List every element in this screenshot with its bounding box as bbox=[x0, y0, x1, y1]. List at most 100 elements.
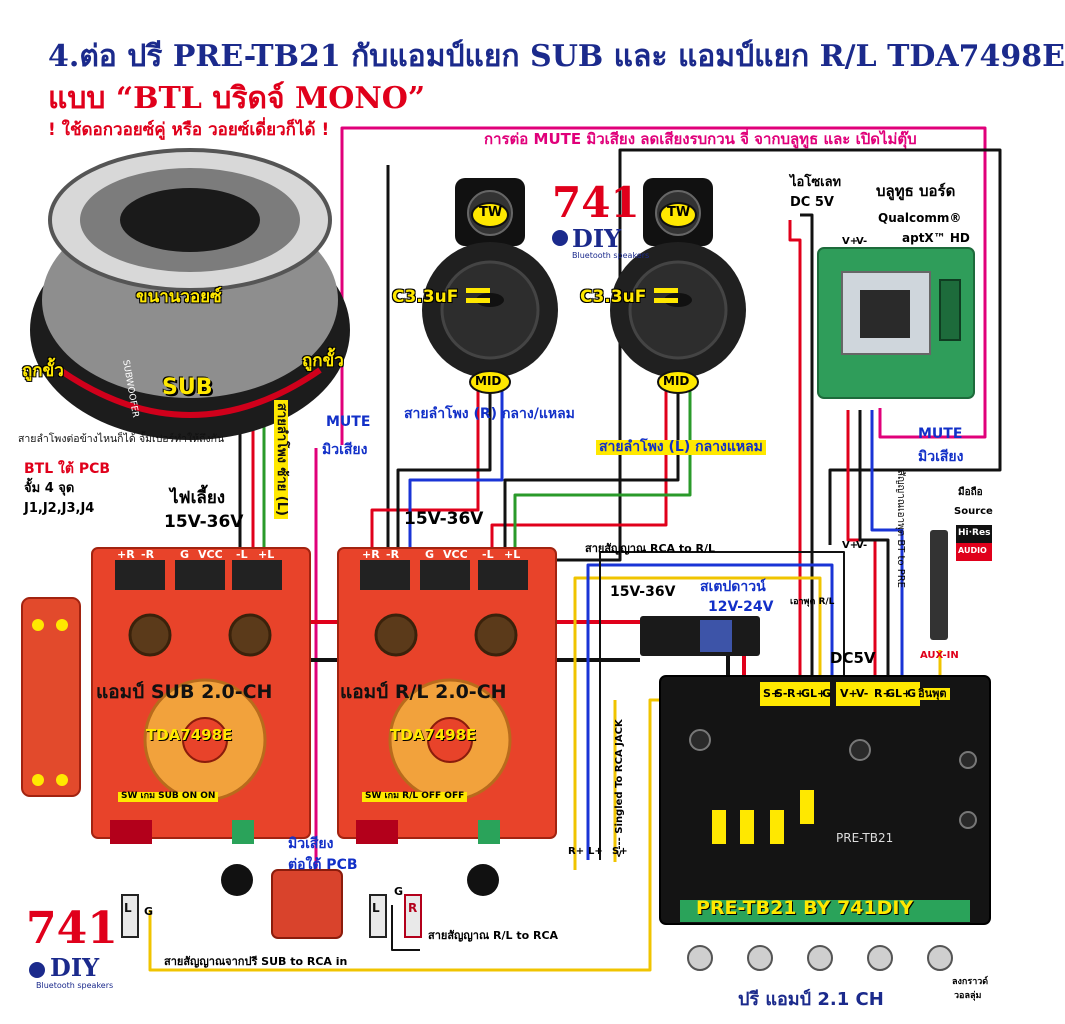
rca-rl-yellow bbox=[573, 576, 822, 870]
jack-l-sub: L bbox=[124, 901, 132, 915]
wire-s-plus: S+ bbox=[612, 846, 628, 857]
speaker-wire-l: สายลำโพง (L) กลางแหลม bbox=[596, 439, 766, 456]
mid-badge-l bbox=[657, 370, 699, 394]
l-spk-black bbox=[503, 355, 680, 548]
amp-rl-term-5: -L bbox=[482, 548, 494, 561]
bt-out-l bbox=[870, 410, 904, 690]
mute-wire-top bbox=[340, 126, 987, 445]
mid-label-r: MID bbox=[475, 374, 502, 388]
pre-tb21-board bbox=[659, 675, 991, 971]
amp-sub-term-pwr bbox=[175, 560, 225, 590]
title-line1: 4.ต่อ ปรี PRE-TB21 กับแอมป์แยก SUB และ แ… bbox=[48, 39, 1065, 74]
pre-knob-5 bbox=[927, 945, 953, 971]
amp-sub-term-5: -L bbox=[236, 548, 248, 561]
l-spk-green bbox=[513, 355, 692, 548]
logo-speaker-bottom bbox=[29, 962, 45, 978]
mute-pcb bbox=[271, 869, 343, 939]
pre-knob-3 bbox=[807, 945, 833, 971]
rca-rl-blue bbox=[586, 563, 834, 860]
phone-label: มือถือ bbox=[958, 487, 983, 498]
speaker-r bbox=[422, 178, 558, 378]
logo-speaker-top bbox=[552, 230, 568, 246]
rca-plug-l bbox=[369, 894, 387, 938]
pre-pins-sub bbox=[760, 682, 830, 706]
rca-plug-r bbox=[404, 894, 422, 938]
amp-sub-rca bbox=[110, 820, 152, 844]
amp-sub-term-6: +L bbox=[258, 548, 275, 561]
bluetooth-title: บลูทูธ บอร์ด bbox=[876, 182, 956, 200]
r-spk-blue bbox=[408, 355, 504, 548]
subwoofer bbox=[30, 148, 350, 440]
tw-label-l: TW bbox=[667, 205, 691, 220]
pre-in-g-1: G bbox=[886, 687, 896, 700]
amp-rl-term-1: +R bbox=[362, 548, 380, 561]
pre-ground-note2: วอลลุ่ม bbox=[954, 991, 982, 1001]
bluetooth-board bbox=[817, 247, 975, 399]
pre-pins-in bbox=[872, 682, 920, 706]
pre-title-bar bbox=[680, 900, 970, 922]
amp-sub-term-l bbox=[232, 560, 282, 590]
mute-pcb-line1: มิวเสียง bbox=[288, 836, 334, 852]
rca-rl-black bbox=[599, 551, 845, 860]
amp-sub-board bbox=[91, 547, 311, 844]
bluetooth-chip2: aptX™ HD bbox=[902, 231, 970, 245]
isolate-line1: ไอโซเลท bbox=[790, 175, 842, 190]
mute-label-left: MUTE bbox=[326, 414, 371, 430]
amp-sub-inductor bbox=[128, 613, 172, 657]
brand-number-bottom: 741 bbox=[26, 903, 118, 954]
hires-1: Hi·Res bbox=[958, 528, 991, 538]
pre-pin-r-plus: R+ bbox=[787, 687, 805, 700]
amp-sub-switch: SW เกม SUB ON ON bbox=[118, 791, 219, 802]
rca-to-rl: สายสัญญาณ RCA to R/L bbox=[585, 542, 716, 555]
rca-rl-note: สายสัญญาณ R/L to RCA bbox=[428, 929, 559, 942]
mute-thai-right: มิวเสียง bbox=[918, 449, 964, 465]
amp-sub-chip: TDA7498E bbox=[146, 726, 233, 744]
stepdown-range: 12V-24V bbox=[708, 599, 774, 615]
pre-pin-v-minus: V- bbox=[856, 687, 869, 700]
amp-rl-switch: SW เกม R/L OFF OFF bbox=[362, 791, 468, 802]
amp-rl-term-2: -R bbox=[386, 548, 400, 561]
sub-parallel-voice: ขนานวอยซ์ bbox=[136, 287, 222, 307]
amp-sub-title: แอมป์ SUB 2.0-CH bbox=[96, 681, 273, 703]
pre-in-l-plus: L+ bbox=[895, 687, 912, 700]
pre-pin-s-plus: S+ bbox=[763, 687, 781, 700]
bt-signal-label: สัญญาณเอาพุต BT to PRE bbox=[895, 470, 906, 589]
capacitors bbox=[466, 288, 678, 303]
amp-sub-term-4: VCC bbox=[198, 548, 223, 561]
title-line3: ! ใช้ดอกวอยซ์คู่ หรือ วอยซ์เดี่ยวก็ได้ ! bbox=[48, 120, 330, 140]
tw-label-r: TW bbox=[479, 205, 503, 220]
rca-sub-note: สายสัญญาณจากปรี SUB to RCA in bbox=[164, 955, 348, 968]
sub-pole-right: ถูกขั้ว bbox=[302, 351, 344, 371]
amp-sub-term-2: -R bbox=[141, 548, 155, 561]
wiring-diagram bbox=[21, 126, 1002, 978]
brand-name-bottom: DIY bbox=[50, 953, 100, 982]
pre-pins-dc bbox=[836, 682, 876, 706]
pre-title: PRE-TB21 BY 741DIY bbox=[696, 897, 914, 919]
voltage-sub: 15V-36V bbox=[164, 512, 244, 532]
jack-g-sub: G bbox=[144, 905, 154, 918]
power-led-label: ไฟเลี้ยง bbox=[170, 488, 226, 508]
jack-l: L bbox=[372, 901, 380, 915]
r-spk-red bbox=[370, 355, 480, 548]
stepdown-title: สเตปดาวน์ bbox=[700, 579, 766, 595]
pre-pin-g-2: G bbox=[822, 687, 832, 700]
single-to-rca: <--- Singled To RCA JACK bbox=[614, 719, 625, 858]
btl-note-2: จั้ม 4 จุด bbox=[24, 481, 75, 496]
dc5v-red bbox=[788, 220, 802, 690]
amp-sub-term-1: +R bbox=[117, 548, 135, 561]
amp-rl-term-4: VCC bbox=[443, 548, 468, 561]
amp-rl-chip: TDA7498E bbox=[390, 726, 477, 744]
speaker-l bbox=[610, 178, 746, 378]
amp-sub-term-r bbox=[115, 560, 165, 590]
pre-v-minus-wire: V- bbox=[856, 540, 868, 551]
pre-knob-1 bbox=[687, 945, 713, 971]
sub-pole-left: ถูกขั้ว bbox=[22, 361, 64, 381]
btl-note-1: BTL ใต้ PCB bbox=[24, 461, 111, 477]
tw-label-l-bg bbox=[659, 202, 697, 228]
pre-pin-v-plus: V+ bbox=[840, 687, 858, 700]
brand-name-top: DIY bbox=[572, 224, 622, 253]
tw-label-r-bg bbox=[471, 202, 509, 228]
dc5v-label: DC5V bbox=[830, 649, 876, 667]
wire-r-plus: R+ bbox=[568, 846, 585, 857]
bt-chip bbox=[860, 290, 910, 338]
